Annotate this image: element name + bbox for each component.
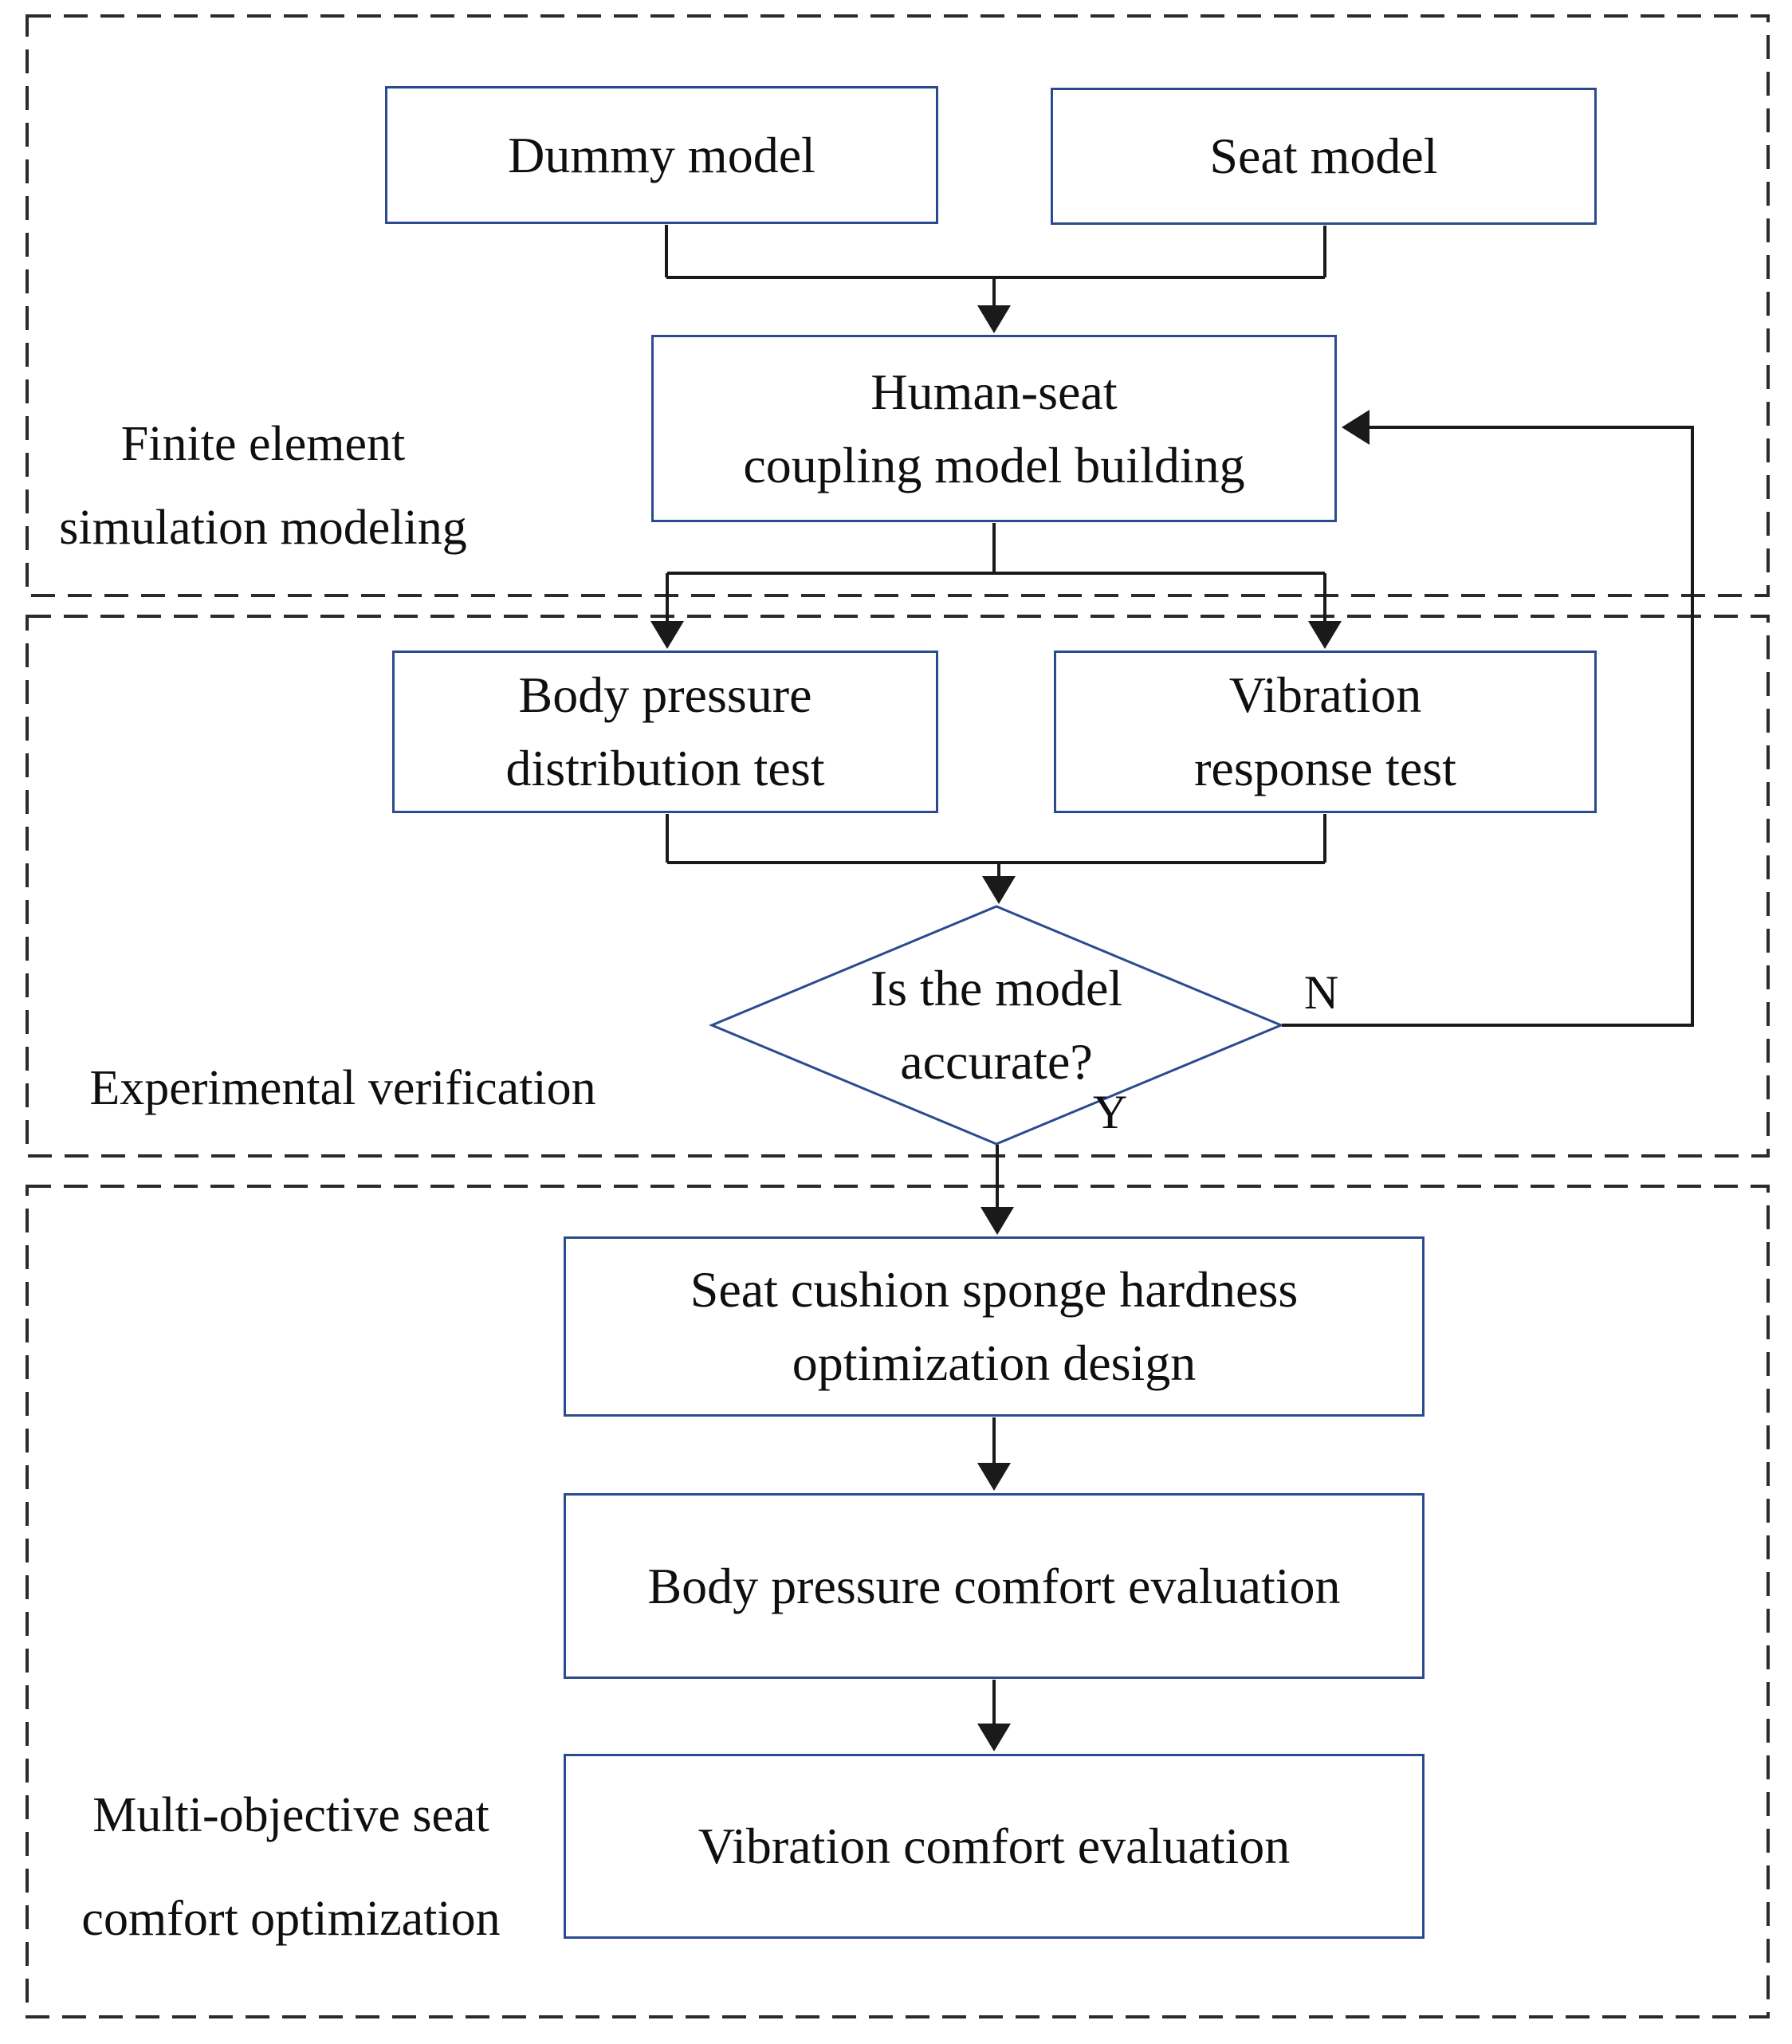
arrowhead-into-vibration-eval — [977, 1724, 1011, 1751]
connector-no-feedback — [1282, 426, 1694, 1027]
connector-join-decision — [666, 814, 1326, 879]
node-human-seat-coupling: Human-seat coupling model building — [651, 335, 1337, 522]
section-label-multi-objective: Multi-objective seat comfort optimizatio… — [81, 1788, 501, 1946]
decision-diamond-shape — [709, 905, 1284, 1146]
node-decision-label: Is the model accurate? — [870, 960, 1123, 1090]
arrowhead-feedback-into-coupling — [1342, 410, 1370, 445]
node-dummy-model: Dummy model — [385, 86, 938, 224]
node-seat-model: Seat model — [1051, 88, 1597, 225]
node-pressure-comfort-evaluation: Body pressure comfort evaluation — [564, 1493, 1425, 1679]
arrowhead-into-vibration-test — [1308, 621, 1342, 649]
arrowhead-into-optimization — [980, 1207, 1014, 1235]
node-vibration-comfort-evaluation: Vibration comfort evaluation — [564, 1754, 1425, 1939]
node-optimization-design: Seat cushion sponge hardness optimizatio… — [564, 1236, 1425, 1417]
branch-label-yes: Y — [1092, 1086, 1128, 1138]
arrowhead-into-decision — [982, 876, 1016, 904]
connector-split-tests — [666, 523, 1326, 623]
arrowhead-into-coupling — [977, 305, 1011, 333]
connector-merge-top — [665, 225, 1326, 308]
section-frame-finite-element — [26, 14, 1770, 597]
node-body-pressure-test: Body pressure distribution test — [392, 651, 938, 813]
arrowhead-into-pressure-eval — [977, 1463, 1011, 1491]
section-label-experimental-verification: Experimental verification — [89, 1061, 596, 1115]
node-vibration-response-test: Vibration response test — [1054, 651, 1597, 813]
arrowhead-into-body-pressure-test — [650, 621, 684, 649]
section-frame-experimental-verification — [26, 615, 1770, 1158]
section-label-finite-element: Finite element simulation modeling — [59, 417, 467, 555]
branch-label-no: N — [1303, 966, 1339, 1019]
